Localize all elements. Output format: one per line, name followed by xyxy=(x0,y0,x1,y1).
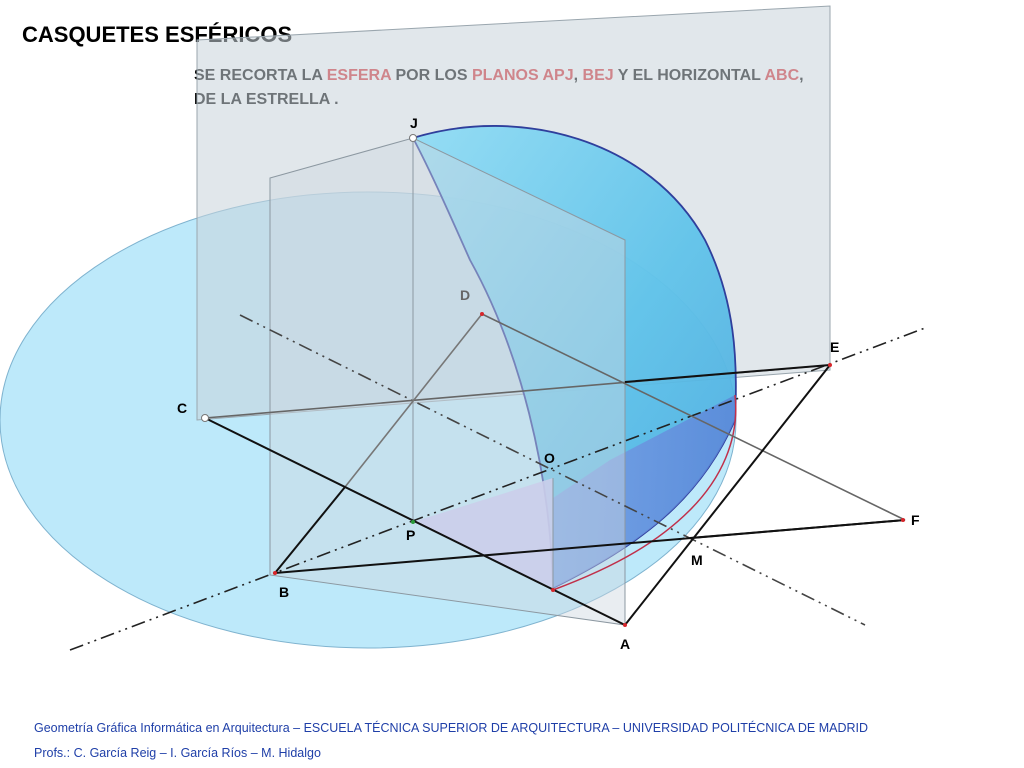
point-p xyxy=(411,520,415,524)
label-p: P xyxy=(406,527,415,543)
plane-apj xyxy=(269,137,626,626)
point-a xyxy=(623,623,627,627)
label-a: A xyxy=(620,636,630,652)
point-j xyxy=(409,134,417,142)
point-c xyxy=(201,414,209,422)
label-o: O xyxy=(544,450,555,466)
point-cap-base xyxy=(551,588,555,592)
footer-institution: Geometría Gráfica Informática en Arquite… xyxy=(34,721,869,735)
label-m: M xyxy=(691,552,703,568)
footer-professors: Profs.: C. García Reig – I. García Ríos … xyxy=(34,746,321,760)
cap-lower-region xyxy=(553,394,737,588)
point-e xyxy=(828,363,832,367)
label-f: F xyxy=(911,512,920,528)
label-d: D xyxy=(460,287,470,303)
label-c: C xyxy=(177,400,187,416)
point-b xyxy=(273,571,277,575)
label-b: B xyxy=(279,584,289,600)
point-d xyxy=(480,312,484,316)
label-j: J xyxy=(410,115,418,131)
label-e: E xyxy=(830,339,839,355)
point-f xyxy=(901,518,905,522)
lavender-region xyxy=(413,478,553,588)
